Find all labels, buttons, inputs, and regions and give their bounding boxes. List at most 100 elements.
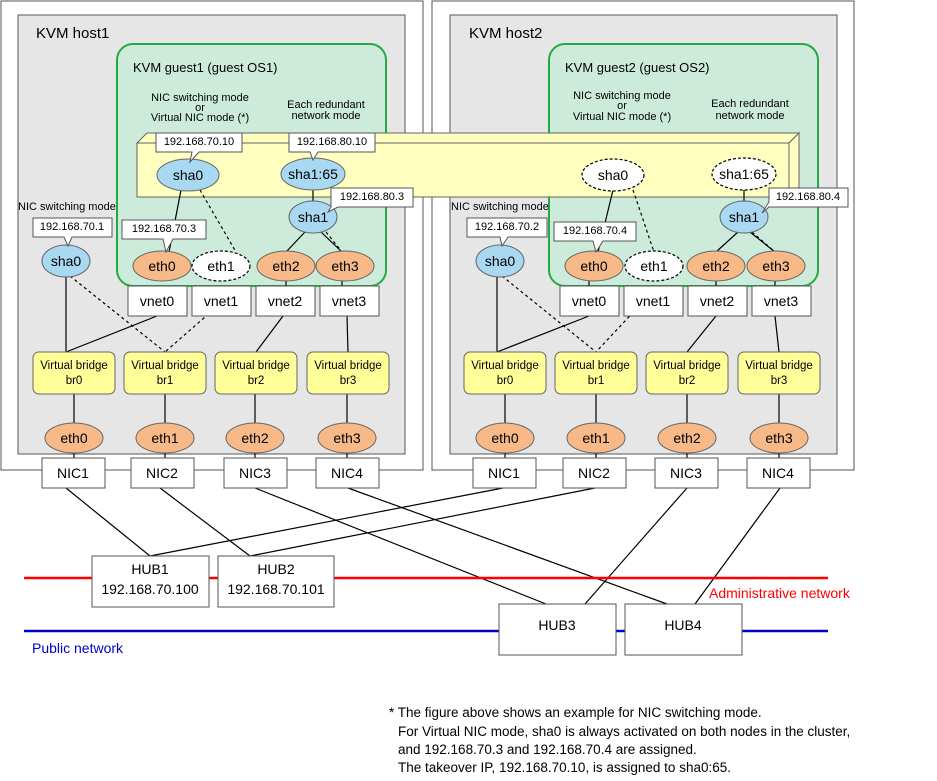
g2-eth0-label: eth0 [580,258,607,274]
guest1-title: KVM guest1 (guest OS1) [133,60,278,75]
takeover-band [136,142,790,198]
vnet-label: vnet3 [764,293,798,309]
g1-eth2-node [256,250,316,282]
host1-nics: NIC1 NIC2 NIC3 NIC4 [41,457,380,489]
public-network-label: Public network [32,640,124,656]
g2-eth2-node [686,250,746,282]
ip-label: 192.168.70.2 [475,221,539,233]
hub-ip: 192.168.70.101 [227,581,325,597]
g1-sha0-label: sha0 [173,167,204,183]
g2-sha1-label: sha1 [729,209,760,225]
footnote-line: * The figure above shows an example for … [389,705,762,720]
nic-label: NIC2 [578,465,610,481]
nic-label: NIC4 [331,465,363,481]
g1-sha0-node [156,158,220,192]
hub-3: HUB3 [498,603,617,656]
vnet-label: vnet1 [204,293,238,309]
g2-sha165-node [711,157,777,191]
bridge-label: br3 [771,375,788,387]
host-eth-label: eth0 [60,430,87,446]
bridge-label: Virtual bridge [222,360,290,372]
ip-label: 192.168.70.4 [563,225,627,237]
hub-name: HUB3 [538,617,576,633]
bridge-label: Virtual bridge [314,360,382,372]
footnote-line: and 192.168.70.3 and 192.168.70.4 are as… [398,742,697,757]
g1-sha165-label: sha1:65 [288,166,338,182]
bridge-label: Virtual bridge [131,360,199,372]
vnet-label: vnet2 [268,293,302,309]
ip-label: 192.168.80.3 [340,191,404,203]
g2-eth3-node [746,250,806,282]
g1-eth0-label: eth0 [148,258,175,274]
hub-1: HUB1 192.168.70.100 [91,555,210,608]
g1-eth1-label: eth1 [207,258,234,274]
bridge-label: br1 [157,375,174,387]
g2-sha1-node [719,200,769,234]
host-eth-label: eth0 [491,430,518,446]
admin-network-label: Administrative network [709,585,851,601]
nic-label: NIC2 [146,465,178,481]
host2-title: KVM host2 [469,25,542,42]
mode-label-line: Virtual NIC mode (*) [573,111,671,123]
mode-label-line: network mode [291,110,360,122]
bridge-label: Virtual bridge [653,360,721,372]
g1-eth1-node [191,250,251,282]
hub-ip: 192.168.70.100 [101,581,199,597]
g2-eth0-node [564,250,624,282]
guest2-title: KVM guest2 (guest OS2) [565,60,710,75]
host2-eths [475,422,809,454]
g1-eth3-label: eth3 [331,258,358,274]
vnet-label: vnet1 [636,293,670,309]
vnet-label: vnet0 [572,293,606,309]
host2-bridges [463,351,821,395]
host1-bridges [32,351,390,395]
bridge-label: br1 [588,375,605,387]
g2-eth1-label: eth1 [640,258,667,274]
nic-label: NIC3 [670,465,702,481]
nic-label: NIC1 [57,465,89,481]
host2-vnets [559,285,812,317]
g2-sha0-label: sha0 [598,167,629,183]
bridge-label: br3 [340,375,357,387]
mode-label-line: Virtual NIC mode (*) [151,112,249,124]
h2-mode-label: NIC switching mode [451,201,549,213]
vnet-label: vnet0 [140,293,174,309]
nic-label: NIC4 [762,465,794,481]
mode-label-line: Each redundant [711,98,789,110]
bridge-label: Virtual bridge [40,360,108,372]
g2-eth2-label: eth2 [702,258,729,274]
bridge-label: Virtual bridge [745,360,813,372]
ip-label: 192.168.80.10 [297,136,367,148]
hub-2: HUB2 192.168.70.101 [217,555,335,608]
h1-sha0-label: sha0 [51,253,82,269]
g1-eth0-node [132,250,192,282]
ip-label: 192.168.70.1 [40,221,104,233]
mode-label-line: or [195,102,205,114]
nic-label: NIC3 [239,465,271,481]
footnote-line: The takeover IP, 192.168.70.10, is assig… [398,760,731,775]
g2-sha165-label: sha1:65 [719,166,769,182]
g1-eth2-label: eth2 [272,258,299,274]
mode-label-line: network mode [715,110,784,122]
mode-label-line: NIC switching mode [151,92,249,104]
bridge-label: br0 [66,375,83,387]
bridge-label: Virtual bridge [562,360,630,372]
hub-name: HUB2 [257,561,295,577]
mode-label-line: Each redundant [287,99,365,111]
h2-sha0-node [475,244,525,278]
ip-label: 192.168.70.3 [132,223,196,235]
host-eth-label: eth1 [151,430,178,446]
ip-label: 192.168.80.4 [776,191,840,203]
mode-label-line: NIC switching mode [573,90,671,102]
ip-callouts [32,132,849,254]
connection-lines [65,189,781,605]
bridge-label: br0 [497,375,514,387]
ip-label: 192.168.70.10 [164,136,234,148]
g1-sha1-node [288,200,338,234]
g1-eth3-node [315,250,375,282]
g1-sha1-label: sha1 [298,209,329,225]
g2-eth1-node [624,250,684,282]
hub-4: HUB4 [624,603,743,656]
hub-name: HUB1 [131,561,169,577]
